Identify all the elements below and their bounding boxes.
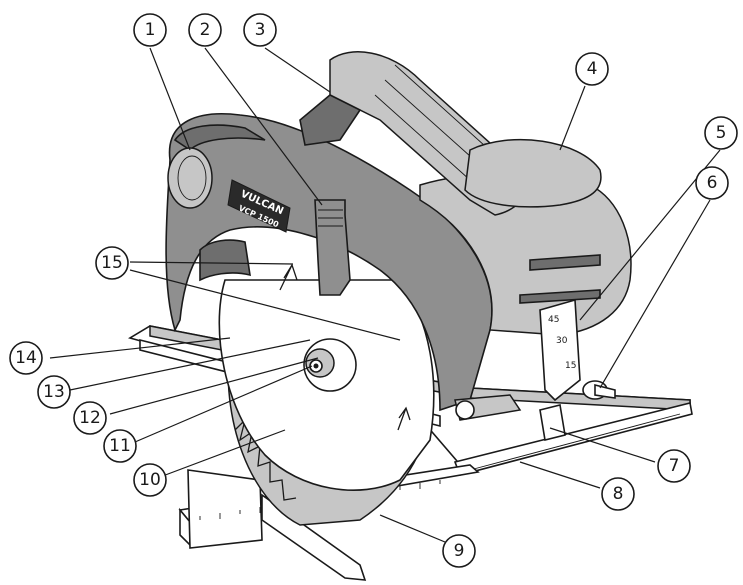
blade-hub [303,338,357,392]
callout-4-label: 4 [587,59,598,79]
bevel-knob [582,380,616,400]
callout-13: 13 [37,375,71,409]
callout-9: 9 [442,534,476,568]
callout-1-label: 1 [145,20,156,40]
callout-4: 4 [575,52,609,86]
callouts: 1 2 3 4 5 6 7 8 [9,13,738,568]
callout-2-label: 2 [200,20,211,40]
callout-2: 2 [188,13,222,47]
bevel-15: 15 [565,361,576,371]
callout-8-label: 8 [613,484,624,504]
callout-11-label: 11 [109,436,131,456]
saw-illustration: VULCAN VCP 1500 45 30 15 [127,51,693,581]
front-handle [464,138,602,208]
callout-1: 1 [133,13,167,47]
bevel-30: 30 [556,336,568,346]
depth-lever [314,199,351,296]
callout-6: 6 [695,166,729,200]
callout-15-label: 15 [101,253,123,273]
callout-12-label: 12 [79,408,101,428]
callout-12: 12 [73,401,107,435]
callout-3-label: 3 [255,20,266,40]
bevel-bracket: 45 30 15 [539,298,581,402]
callout-5: 5 [704,116,738,150]
callout-3: 3 [243,13,277,47]
bevel-45: 45 [548,315,559,325]
callout-10: 10 [133,463,167,497]
callout-13-label: 13 [43,382,65,402]
callout-6-label: 6 [707,173,718,193]
callout-11: 11 [103,429,137,463]
rotation-arrow-lower [397,406,411,431]
callout-9-label: 9 [454,541,465,561]
dust-outlet [167,147,213,209]
callout-10-label: 10 [139,470,161,490]
rotation-arrow-upper [279,263,298,291]
callout-5-label: 5 [716,123,727,143]
callout-14: 14 [9,341,43,375]
callout-7-label: 7 [669,456,680,476]
callout-8: 8 [601,477,635,511]
callout-7: 7 [657,449,691,483]
callout-14-label: 14 [15,348,37,368]
callout-15: 15 [95,246,129,280]
guide-clamp [539,404,566,441]
leader-lines [49,47,721,548]
